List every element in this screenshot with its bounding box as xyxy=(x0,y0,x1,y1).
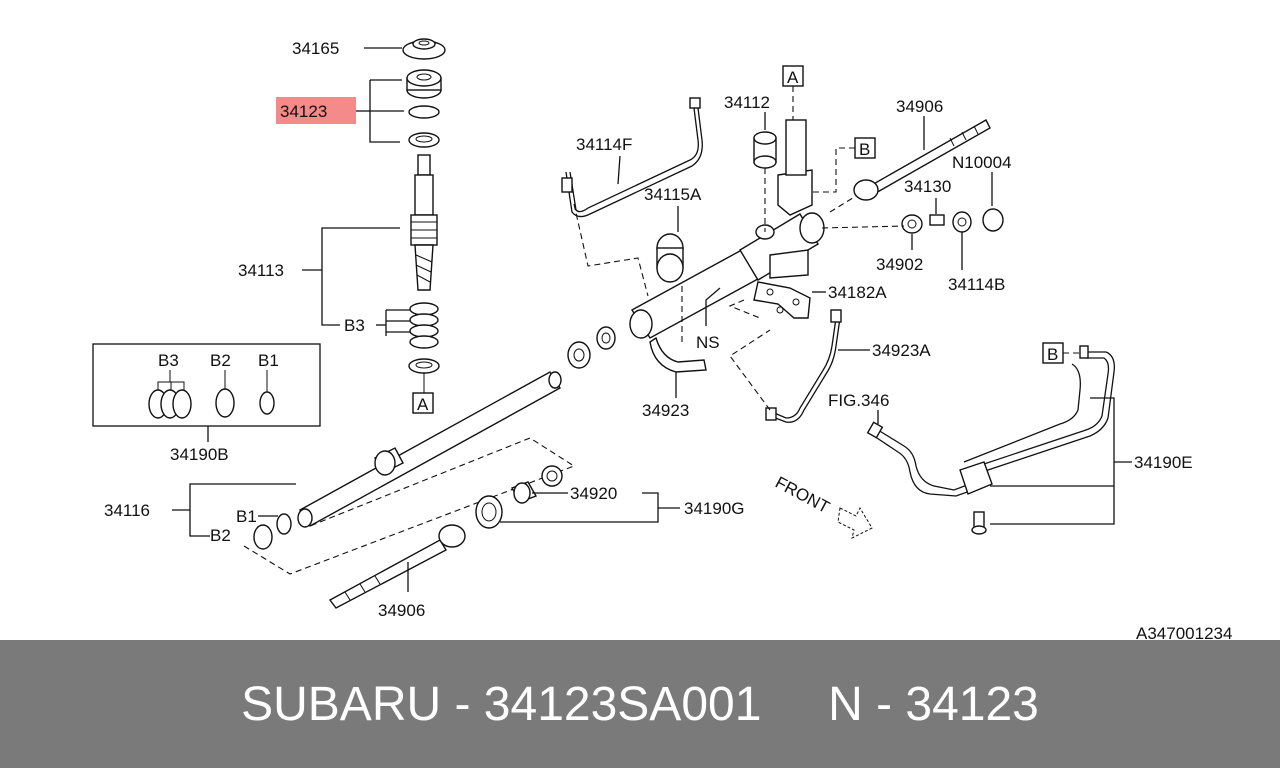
rack-bushing-drawing xyxy=(567,326,616,369)
adjuster-cap-drawing xyxy=(406,69,442,99)
part-label-34123: 34123 xyxy=(280,102,327,121)
ref-box-b-pipe-label: B xyxy=(1047,345,1058,364)
ref-box-a-shaft xyxy=(412,392,434,414)
part-label-34906-upper: 34906 xyxy=(896,97,943,116)
pipe-fitting-bottom xyxy=(561,177,573,193)
tie-rod-seal-drawing xyxy=(475,465,563,529)
part-label-b2-lower: B2 xyxy=(210,526,231,545)
pipe-b-fitting-top xyxy=(830,309,842,323)
part-highlight xyxy=(276,97,356,124)
bracket-drawing xyxy=(753,281,811,319)
part-label-n10004: N10004 xyxy=(952,153,1012,172)
part-label-34190e: 34190E xyxy=(1134,453,1193,472)
kit-label-b2: B2 xyxy=(210,351,231,370)
tie-rod-upper-drawing xyxy=(853,119,991,201)
o-ring-drawing xyxy=(408,105,440,119)
part-label-34190g: 34190G xyxy=(684,499,745,518)
pinion-shaft-drawing xyxy=(410,154,438,291)
ref-box-a-housing-label: A xyxy=(787,68,799,87)
clamp-lower-drawing xyxy=(649,336,707,373)
part-label-34182a: 34114B xyxy=(948,275,1005,294)
lower-seal-drawing xyxy=(408,358,440,374)
gearbox-housing-drawing xyxy=(629,119,825,339)
part-label-34114b: 34923A xyxy=(872,341,931,360)
part-label-ns: NS xyxy=(696,333,720,352)
part-number-title: SUBARU - 34123SA001 N - 34123 xyxy=(241,677,1039,731)
part-label-34130: 34130 xyxy=(904,177,951,196)
part-label-34165: 34165 xyxy=(292,39,339,58)
part-label-34923a: 34182A xyxy=(828,283,887,302)
kit-box-34190b xyxy=(92,343,321,427)
tie-rod-lower-drawing xyxy=(328,524,466,609)
parts-diagram: 34165 34123 34113 xyxy=(92,38,1232,640)
kit-label-b3: B3 xyxy=(158,351,179,370)
ref-box-b-housing-label: B xyxy=(859,140,870,159)
part-label-34906-lower: 34906 xyxy=(378,601,425,620)
part-label-34920: 34920 xyxy=(570,484,617,503)
housing-bush-drawing xyxy=(656,233,684,283)
pipe-fitting-top xyxy=(689,97,701,109)
front-label: FRONT xyxy=(772,473,833,517)
b1-ring-drawing xyxy=(276,513,292,535)
b2-ring-drawing xyxy=(253,524,273,550)
nut-drawing xyxy=(929,214,945,226)
pinion-bushing-drawing xyxy=(753,131,777,169)
part-label-34113: 34113 xyxy=(238,261,284,280)
b3-rings-drawing xyxy=(409,302,439,349)
part-label-34923: 34923 xyxy=(642,401,689,420)
part-label-34114f: 34114F xyxy=(576,135,632,154)
rack-bar-drawing xyxy=(297,371,562,528)
ref-box-a-shaft-label: A xyxy=(417,395,429,414)
diagram-code: A347001234 xyxy=(1136,624,1232,640)
locknut-drawing xyxy=(901,214,923,234)
part-label-fig346: FIG.346 xyxy=(828,391,889,410)
pipe-b-fitting-bottom xyxy=(765,407,777,421)
pressure-pipe-drawing xyxy=(866,345,1115,535)
footer-bar: SUBARU - 34123SA001 N - 34123 xyxy=(0,640,1280,768)
washer-drawing xyxy=(982,208,1004,232)
part-label-34902: 34902 xyxy=(876,255,923,274)
seal-drawing xyxy=(408,132,440,148)
part-label-b3-shaft: B3 xyxy=(344,316,365,335)
boot-clamp-drawing xyxy=(952,211,972,233)
part-label-34112: 34112 xyxy=(724,93,770,112)
front-arrow-icon: FRONT xyxy=(772,473,873,539)
kit-rings-drawing xyxy=(148,370,275,419)
kit-label-b1: B1 xyxy=(258,351,279,370)
part-label-34190b: 34190B xyxy=(170,445,229,464)
part-label-b1-lower: B1 xyxy=(236,507,257,526)
part-label-34116: 34116 xyxy=(104,501,150,520)
dust-cover-drawing xyxy=(402,38,446,60)
part-label-34115a: 34115A xyxy=(644,185,702,204)
